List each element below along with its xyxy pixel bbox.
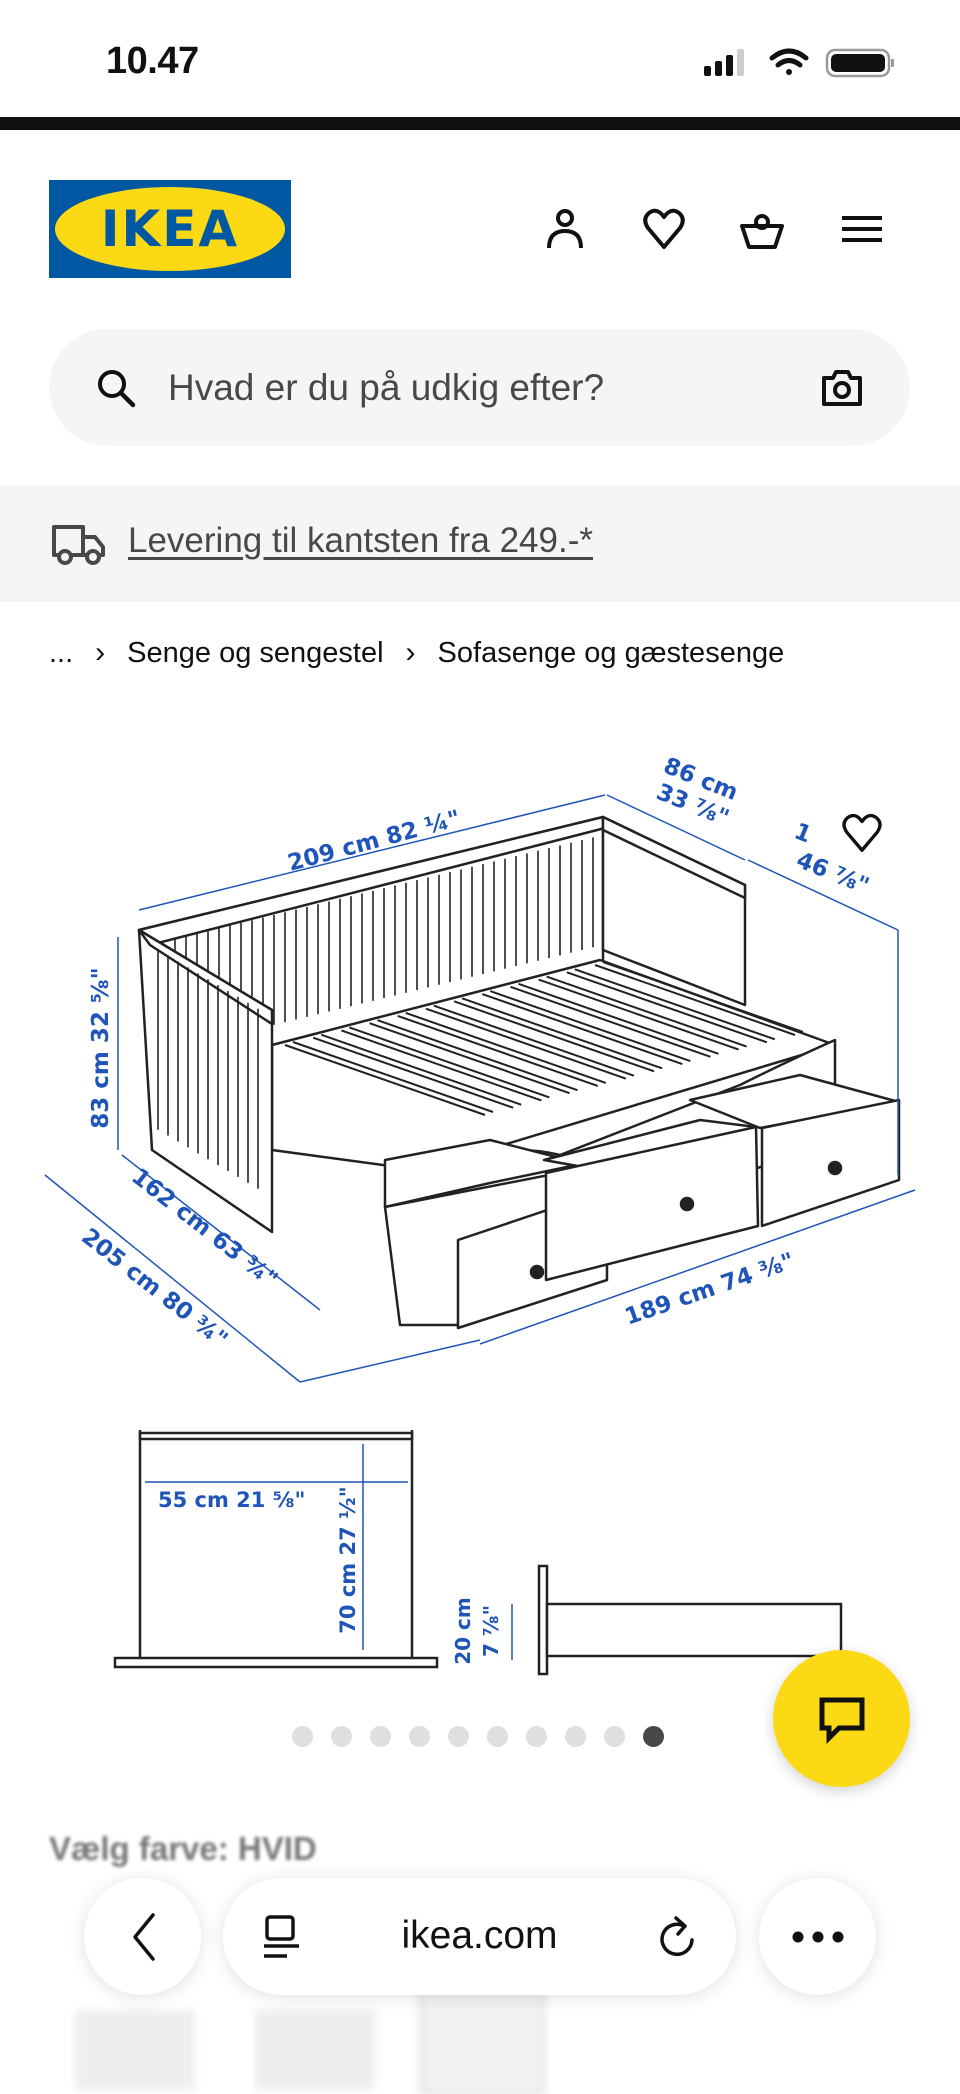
slat-line xyxy=(433,1004,635,1077)
browser-back-button[interactable] xyxy=(84,1878,201,1995)
delivery-link[interactable]: Levering til kantsten fra 249.-* xyxy=(128,521,593,560)
dim-length-front: 189 cm 74 ⅜" xyxy=(622,1248,798,1330)
slat-line xyxy=(538,978,739,1051)
dim-drawer-width: 55 cm 21 ⅝" xyxy=(158,1488,305,1512)
chat-button[interactable] xyxy=(773,1650,910,1787)
chevron-right-icon: › xyxy=(405,636,416,669)
carousel-dot[interactable] xyxy=(526,1726,547,1747)
slat-line xyxy=(594,964,796,1036)
color-swatch[interactable] xyxy=(255,2010,375,2090)
dimension-lines xyxy=(44,794,916,1383)
carousel-dot[interactable] xyxy=(448,1726,469,1747)
breadcrumb-item[interactable]: Sofasenge og gæstesenge xyxy=(437,636,785,669)
address-bar[interactable]: ikea.com xyxy=(223,1878,736,1995)
slat-line xyxy=(574,968,776,1041)
slat-line xyxy=(546,975,747,1048)
ikea-logo[interactable]: IKEA xyxy=(49,180,291,278)
search-input[interactable]: Hvad er du på udkig efter? xyxy=(49,329,910,446)
status-time: 10.47 xyxy=(106,40,199,82)
slat-line xyxy=(312,1036,514,1109)
carousel-dot[interactable] xyxy=(292,1726,313,1747)
drawer xyxy=(688,1073,901,1228)
tabs-icon xyxy=(264,1915,299,1958)
battery-icon xyxy=(825,48,894,78)
breadcrumb-ellipsis[interactable]: ... xyxy=(49,636,74,669)
dim-drawer-height-in: 7 ⅞" xyxy=(479,1605,503,1657)
slat-line xyxy=(341,1029,542,1102)
slat-line xyxy=(397,1014,599,1087)
slat-line xyxy=(349,1026,550,1099)
slat-line xyxy=(453,1000,655,1073)
back-icon xyxy=(132,1912,155,1961)
heart-icon[interactable] xyxy=(639,204,689,254)
top-divider xyxy=(0,117,960,130)
slat-line xyxy=(489,990,691,1063)
drawer-top-view xyxy=(113,1430,439,1669)
product-dimension-image[interactable]: 209 cm 82 ¼" 86 cm 33 ⅞" 1 46 ⅞" 83 cm 3… xyxy=(0,740,960,1700)
carousel-dot[interactable] xyxy=(331,1726,352,1747)
more-icon xyxy=(792,1931,843,1942)
slat-line xyxy=(284,1044,486,1116)
dim-height: 83 cm 32 ⅝" xyxy=(88,967,114,1128)
basket-icon[interactable] xyxy=(737,204,787,254)
dim-drawer-depth: 70 cm 27 ½" xyxy=(336,1486,360,1633)
browser-more-button[interactable] xyxy=(759,1878,876,1995)
slat-line xyxy=(369,1022,570,1095)
breadcrumb: ... › Senge og sengestel › Sofasenge og … xyxy=(49,636,784,670)
favorite-heart-icon[interactable] xyxy=(838,810,886,856)
slat-line xyxy=(481,993,683,1066)
dim-extended-depth-cm: 1 xyxy=(790,818,815,848)
section-title: Vælg farve: HVID xyxy=(49,1830,317,1867)
slat-line xyxy=(510,985,711,1058)
carousel-dot[interactable] xyxy=(409,1726,430,1747)
wifi-icon xyxy=(769,48,809,75)
slat-line xyxy=(602,961,804,1033)
color-swatch[interactable] xyxy=(75,2010,195,2090)
carousel-dot[interactable] xyxy=(487,1726,508,1747)
truck-icon xyxy=(52,525,105,565)
menu-icon[interactable] xyxy=(837,204,887,254)
dim-drawer-height-cm: 20 cm xyxy=(451,1597,475,1665)
slat-line xyxy=(405,1011,607,1084)
carousel-pagination xyxy=(292,1726,664,1747)
search-placeholder: Hvad er du på udkig efter? xyxy=(168,367,605,408)
daybed-drawing xyxy=(137,815,901,1330)
user-icon[interactable] xyxy=(540,204,590,254)
breadcrumb-item[interactable]: Senge og sengestel xyxy=(127,636,384,669)
slat-line xyxy=(518,982,719,1055)
slat-line xyxy=(566,971,768,1044)
slat-line xyxy=(320,1033,522,1106)
url-text: ikea.com xyxy=(401,1914,558,1957)
delivery-banner: Levering til kantsten fra 249.-* xyxy=(0,485,960,602)
carousel-dot[interactable] xyxy=(565,1726,586,1747)
slat-line xyxy=(292,1041,494,1113)
signal-icon xyxy=(704,49,744,76)
slat-line xyxy=(461,997,663,1070)
carousel-dot[interactable] xyxy=(370,1726,391,1747)
status-icons xyxy=(704,48,894,78)
carousel-dot[interactable] xyxy=(643,1726,664,1747)
drawer xyxy=(542,1118,760,1282)
chat-icon xyxy=(819,1697,864,1744)
slat-line xyxy=(377,1019,578,1092)
slat-line xyxy=(425,1007,627,1080)
reload-icon[interactable] xyxy=(656,1914,700,1960)
carousel-dot[interactable] xyxy=(604,1726,625,1747)
chevron-right-icon: › xyxy=(95,636,106,669)
drawer-side-view xyxy=(537,1564,843,1676)
search-icon xyxy=(98,370,136,408)
camera-icon[interactable] xyxy=(820,366,864,410)
drawer-dimension-lines xyxy=(145,1444,513,1660)
